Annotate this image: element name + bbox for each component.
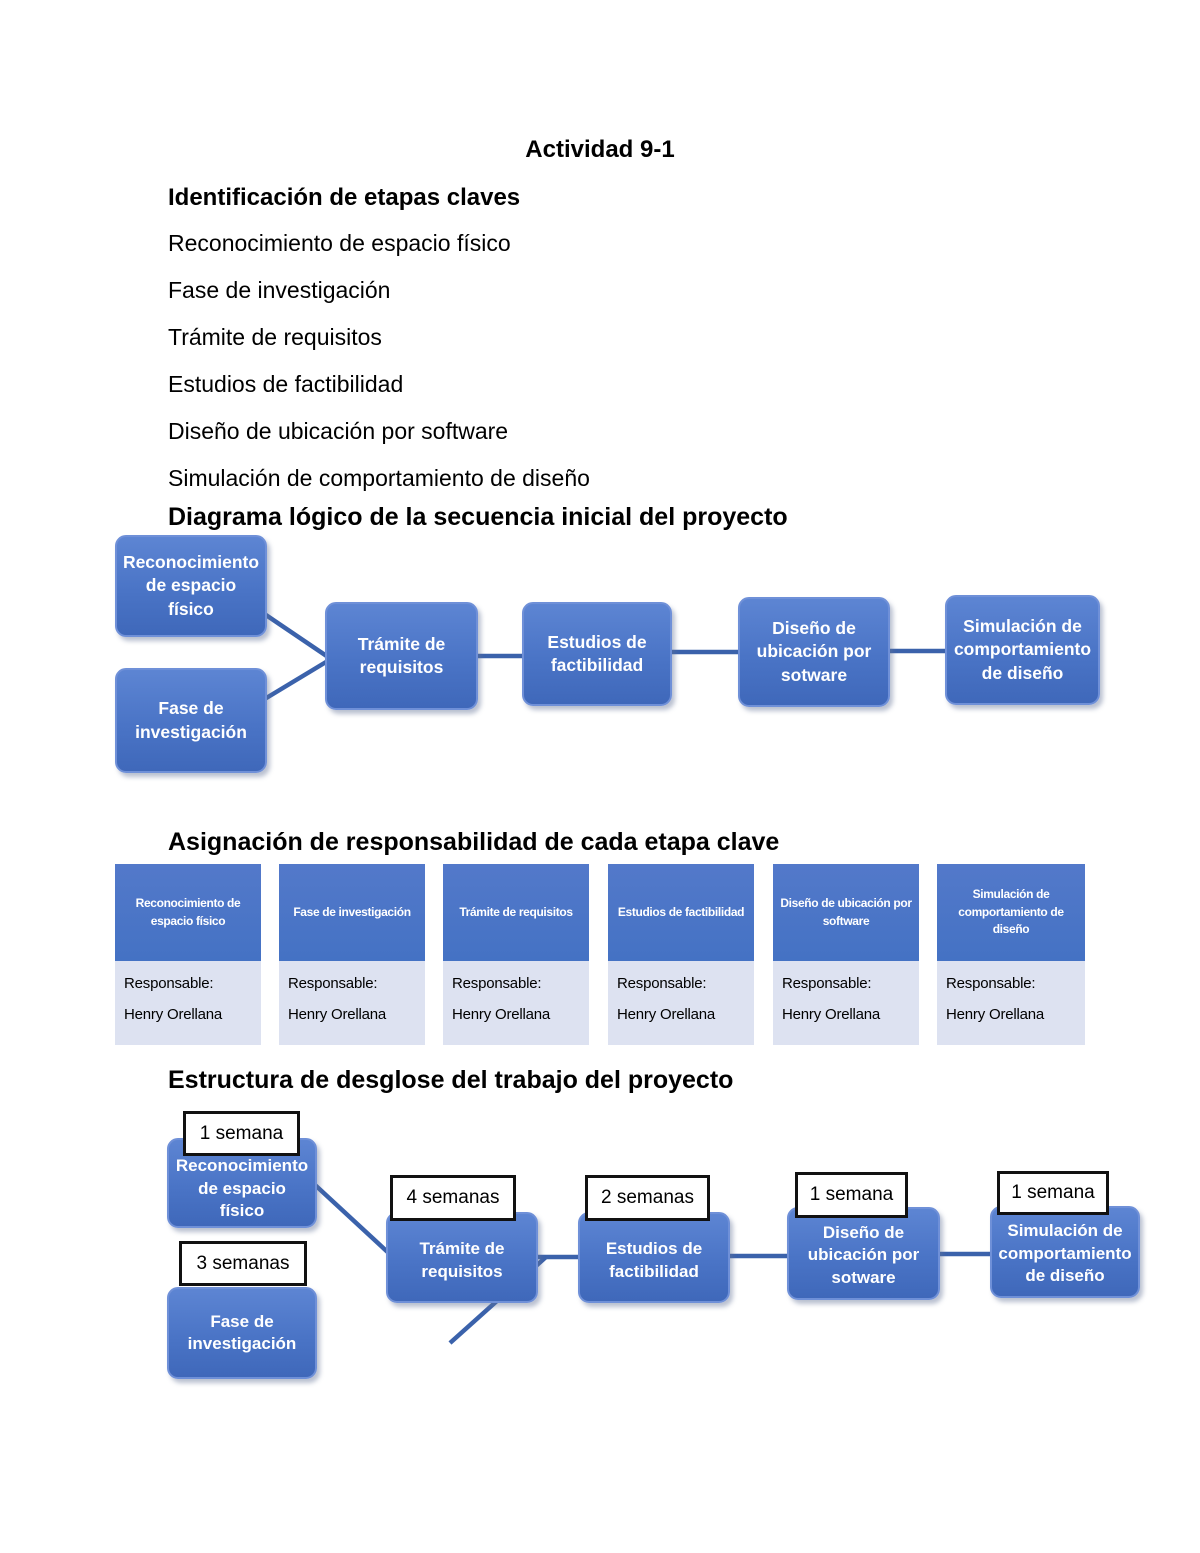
resp-header-diseno: Diseño de ubicación por software	[773, 864, 919, 961]
page-title: Actividad 9-1	[525, 136, 675, 163]
resp-cell: Responsable: Henry Orellana	[773, 961, 919, 1045]
flow-box-fase: Fase de investigación	[115, 668, 267, 773]
resp-cell: Responsable: Henry Orellana	[279, 961, 425, 1045]
responsable-name: Henry Orellana	[782, 1005, 881, 1023]
wbs-connector-recon-to-tramite	[312, 1182, 395, 1259]
resp-header-fase: Fase de investigación	[279, 864, 425, 961]
wbs-box-diseno: Diseño de ubicación por sotware	[787, 1207, 940, 1300]
resp-header-tramite: Trámite de requisitos	[443, 864, 589, 961]
resp-cell: Responsable: Henry Orellana	[443, 961, 589, 1045]
section-heading-diagrama-logico: Diagrama lógico de la secuencia inicial …	[168, 503, 788, 531]
responsable-label: Responsable:	[124, 975, 214, 992]
section-heading-estructura: Estructura de desglose del trabajo del p…	[168, 1066, 734, 1094]
etapa-item: Reconocimiento de espacio físico	[168, 230, 511, 256]
responsable-name: Henry Orellana	[452, 1005, 551, 1023]
responsable-name: Henry Orellana	[617, 1005, 716, 1023]
responsable-label: Responsable:	[782, 975, 872, 992]
etapa-item: Simulación de comportamiento de diseño	[168, 465, 590, 491]
flow-box-simulacion: Simulación de comportamiento de diseño	[945, 595, 1100, 705]
wbs-box-fase: Fase de investigación	[167, 1287, 317, 1379]
wbs-box-estudios: Estudios de factibilidad	[578, 1212, 730, 1303]
wbs-duration-fase: 3 semanas	[179, 1241, 307, 1286]
etapa-item: Trámite de requisitos	[168, 324, 382, 350]
responsable-label: Responsable:	[617, 975, 707, 992]
wbs-duration-reconocimiento: 1 semana	[183, 1111, 300, 1156]
etapa-item: Fase de investigación	[168, 277, 391, 303]
responsable-name: Henry Orellana	[124, 1005, 223, 1023]
resp-cell: Responsable: Henry Orellana	[115, 961, 261, 1045]
wbs-duration-estudios: 2 semanas	[585, 1175, 710, 1221]
wbs-duration-simulacion: 1 semana	[997, 1171, 1109, 1215]
resp-cell: Responsable: Henry Orellana	[608, 961, 754, 1045]
etapa-item: Diseño de ubicación por software	[168, 418, 509, 444]
resp-header-simulacion: Simulación de comportamiento de diseño	[937, 864, 1085, 961]
flow-box-diseno: Diseño de ubicación por sotware	[738, 597, 890, 707]
section-heading-identificacion: Identificación de etapas claves	[168, 184, 521, 211]
responsable-label: Responsable:	[288, 975, 378, 992]
responsable-name: Henry Orellana	[946, 1005, 1045, 1023]
connector-fase-to-tramite	[261, 657, 333, 702]
responsable-label: Responsable:	[946, 975, 1036, 992]
resp-cell: Responsable: Henry Orellana	[937, 961, 1085, 1045]
resp-header-estudios: Estudios de factibilidad	[608, 864, 754, 961]
etapa-item: Estudios de factibilidad	[168, 371, 404, 397]
wbs-box-tramite: Trámite de requisitos	[386, 1212, 538, 1303]
flow-box-tramite: Trámite de requisitos	[325, 602, 478, 710]
flow-box-estudios: Estudios de factibilidad	[522, 602, 672, 706]
wbs-duration-tramite: 4 semanas	[390, 1175, 516, 1221]
connector-recon-to-tramite	[261, 611, 333, 661]
responsable-label: Responsable:	[452, 975, 542, 992]
wbs-duration-diseno: 1 semana	[795, 1172, 908, 1218]
resp-header-reconocimiento: Reconocimiento de espacio físico	[115, 864, 261, 961]
wbs-box-simulacion: Simulación de comportamiento de diseño	[990, 1206, 1140, 1298]
section-heading-asignacion: Asignación de responsabilidad de cada et…	[168, 828, 780, 856]
flow-box-reconocimiento: Reconocimiento de espacio físico	[115, 535, 267, 637]
responsable-name: Henry Orellana	[288, 1005, 387, 1023]
